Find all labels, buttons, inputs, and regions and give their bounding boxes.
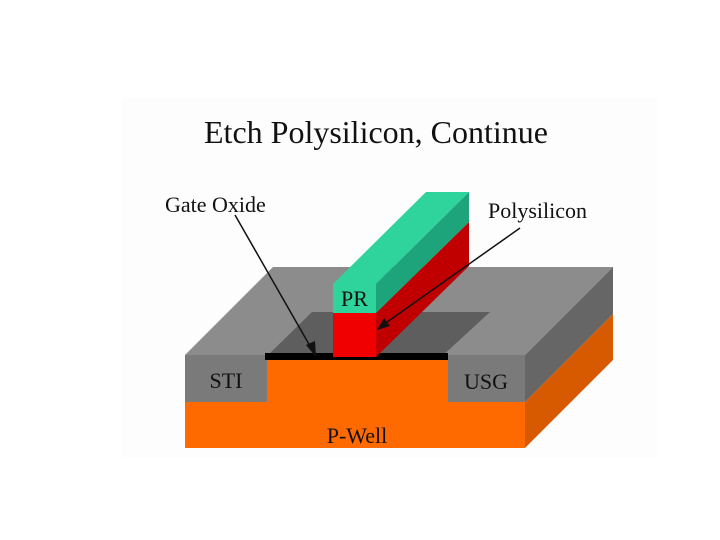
sti-front — [185, 355, 267, 402]
gate-oxide-arrowhead — [306, 341, 316, 357]
polysilicon-side — [376, 222, 469, 357]
photoresist-side — [376, 192, 469, 313]
polysilicon-front — [333, 313, 376, 357]
polysilicon-label: Polysilicon — [488, 198, 587, 223]
usg-front — [448, 355, 525, 402]
usg-label: USG — [464, 369, 508, 394]
gate-oxide-label: Gate Oxide — [165, 192, 266, 217]
p-well-channel — [267, 360, 448, 402]
p-well-side — [525, 314, 613, 448]
polysilicon-leader-line — [379, 227, 521, 328]
p-well-label: P-Well — [327, 423, 388, 448]
polysilicon-arrowhead — [377, 318, 390, 330]
usg-side — [525, 267, 613, 402]
sti-label: STI — [210, 368, 243, 393]
pr-label: PR — [341, 286, 368, 311]
slide-title: Etch Polysilicon, Continue — [204, 114, 548, 150]
photoresist-top — [333, 192, 469, 284]
photoresist-front — [333, 284, 376, 313]
gate-oxide-leader-line — [234, 214, 315, 354]
